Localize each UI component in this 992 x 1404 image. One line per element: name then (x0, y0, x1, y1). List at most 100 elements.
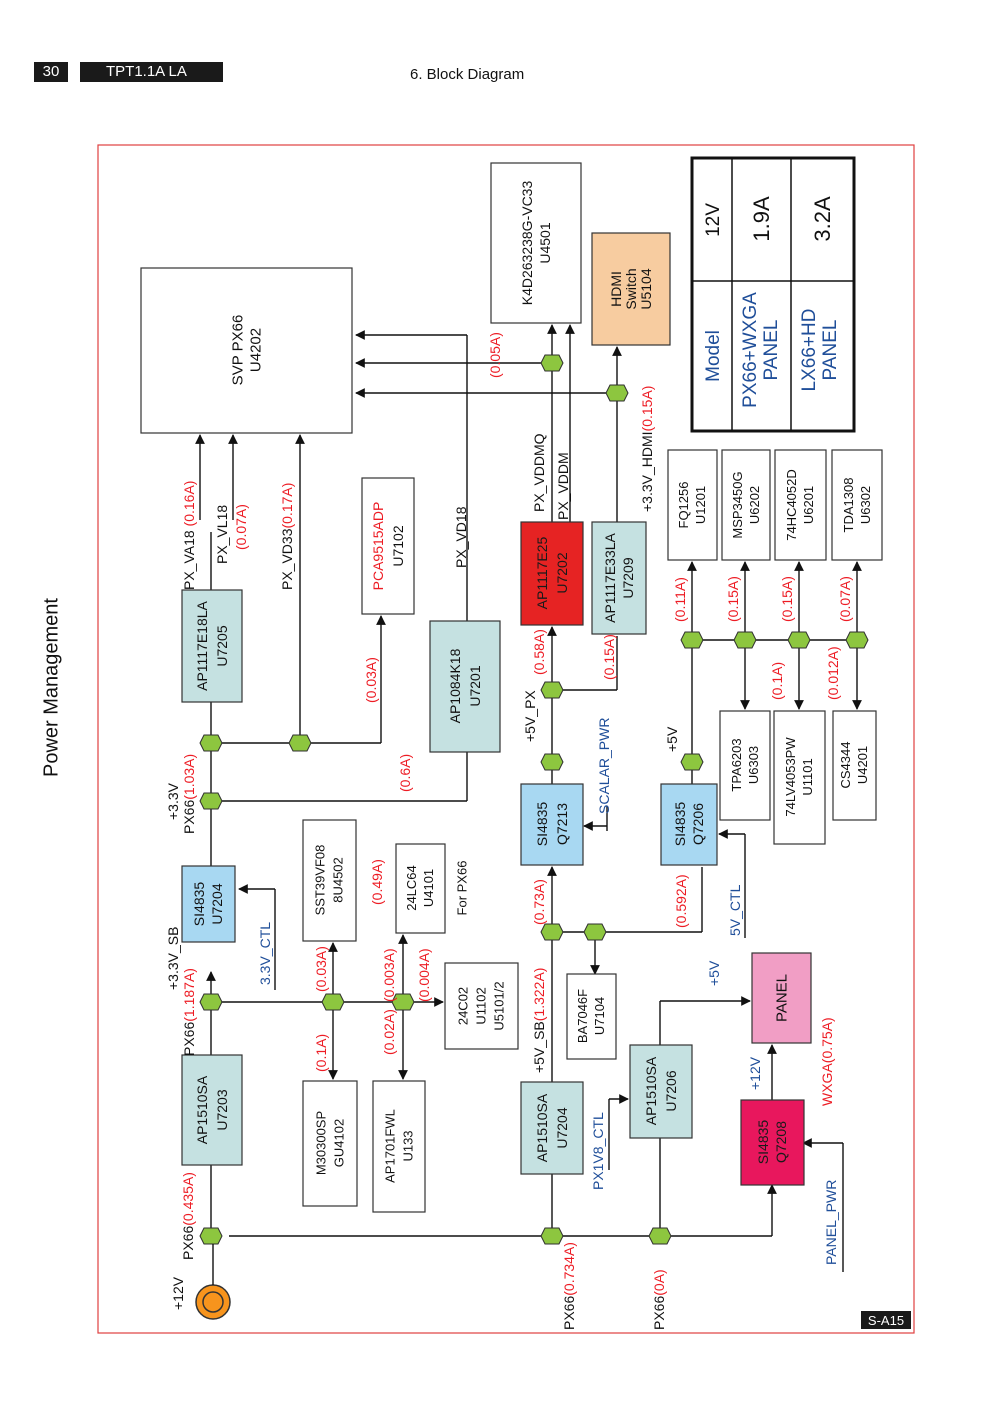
cur_015c-label: (0.15A) (779, 576, 795, 622)
c02-label: U1102 (474, 987, 489, 1024)
panel-block (751, 952, 812, 1044)
u7204b-block (520, 1081, 584, 1175)
table-cell: Model (703, 330, 724, 382)
lv4053-label: 74LV4053PW (783, 737, 798, 817)
u7205-label: AP1117E18LA (194, 600, 210, 690)
px66_0734-label: PX66(0.734A) (561, 1242, 577, 1330)
tpa-label: TPA6203 (729, 738, 744, 791)
node (787, 631, 811, 649)
u7201-block (429, 620, 501, 753)
cur_003-label: (0.03A) (363, 657, 379, 703)
cur_003b-label: (0.03A) (313, 946, 329, 992)
node (540, 354, 564, 372)
k4d-block (490, 162, 582, 324)
cs4344-label: CS4344 (838, 742, 853, 789)
ap1701-label: AP1701FWL (383, 1109, 398, 1183)
q7213-label: SI4835 (534, 802, 550, 847)
table-cell: 1.9A (749, 196, 774, 242)
hc4052-label: 74HC4052D (784, 469, 799, 541)
q7208-label: Q7208 (773, 1121, 789, 1163)
k4d-label: K4D263238G-VC33 (519, 181, 535, 306)
tda-label: U6302 (858, 486, 873, 524)
table-cell: 3.2A (810, 196, 835, 242)
tda-block (831, 449, 883, 561)
node (199, 993, 223, 1011)
fq1256-label: FQ1256 (676, 482, 691, 529)
msp-label: MSP3450G (730, 471, 745, 538)
cur_0012-label: (0.012A) (825, 646, 841, 700)
u7206-label: U7206 (663, 1070, 679, 1111)
px_vddm-label: PX_VDDM (555, 452, 571, 520)
u7202-block (520, 521, 584, 626)
for_px66-label: For PX66 (455, 861, 470, 916)
table-cell: PANEL (761, 320, 782, 381)
u7204a-block (181, 865, 236, 943)
u7201-label: AP1084K18 (447, 648, 463, 723)
msp-block (721, 449, 771, 561)
px66_0435-label: PX66(0.435A) (180, 1172, 196, 1260)
blocks (140, 162, 883, 1213)
u7209-label: U7209 (620, 557, 636, 598)
u7205-label: U7205 (214, 625, 230, 666)
lc64-label: U4101 (421, 869, 436, 907)
u7205-block (181, 589, 243, 703)
px_vddmq-label: PX_VDDMQ (531, 433, 547, 512)
u7209-block (591, 521, 647, 635)
hdmi-label: Switch (623, 268, 639, 309)
node (321, 993, 345, 1011)
q7213-block (520, 783, 584, 866)
ap1701-label: U133 (401, 1130, 416, 1161)
k4d-label: U4501 (537, 222, 553, 263)
cur_0004-label: (0.004A) (416, 948, 432, 1002)
scalar-label: SCALAR_PWR (596, 718, 612, 814)
table-cell: PANEL (820, 320, 841, 381)
v12-label: +12V (170, 1276, 186, 1310)
q7206-label: SI4835 (672, 802, 688, 847)
cur_007b-label: (0.07A) (837, 576, 853, 622)
u7204b-label: U7204 (554, 1107, 570, 1148)
tda-label: TDA1308 (841, 478, 856, 533)
tpa-block (719, 710, 771, 821)
sst-label: 8U4502 (331, 857, 346, 903)
px1v8-label: PX1V8_CTL (590, 1112, 606, 1190)
pca-label: PCA9515ADP (370, 502, 386, 591)
u7203-block (181, 1054, 243, 1166)
current-table (690, 156, 856, 433)
v33sb-label: +3.3V_SB (165, 927, 181, 990)
px_vd18-label: PX_VD18 (453, 506, 469, 568)
table-cell: PX66+WXGA (740, 292, 761, 408)
panel-label: PANEL (773, 974, 790, 1022)
cur_049-label: (0.49A) (369, 859, 385, 905)
cur_0592-label: (0.592A) (673, 874, 689, 928)
ctl5-label: 5V_CTL (727, 884, 743, 936)
px66_0-label: PX66(0A) (651, 1269, 667, 1330)
px_vd33-label: PX_VD33(0.17A) (279, 483, 295, 590)
lv4053-block (773, 710, 826, 845)
node (680, 631, 704, 649)
frame (97, 144, 915, 1334)
px_va18-label: PX_VA18 (0.16A) (181, 481, 197, 590)
sst-label: SST39VF08 (313, 845, 328, 916)
hc4052-label: U6201 (801, 486, 816, 524)
q7206-label: Q7206 (690, 803, 706, 845)
node (648, 1227, 672, 1245)
v5px-label: +5V_PX (522, 690, 538, 742)
panel_pwr-label: PANEL_PWR (823, 1180, 839, 1265)
svp-label: SVP PX66 (229, 315, 246, 386)
hdmi_rail-label: +3.3V_HDMI(0.15A) (639, 386, 655, 512)
q7213-label: Q7213 (554, 803, 570, 845)
cs4344-label: U4201 (855, 746, 870, 784)
ba-label: BA7046F (575, 989, 590, 1043)
m303-label: GU4102 (332, 1119, 347, 1167)
u7201-label: U7201 (467, 665, 483, 706)
node (540, 681, 564, 699)
u7204a-label: SI4835 (191, 882, 207, 927)
cur_015b-label: (0.15A) (725, 576, 741, 622)
node (540, 923, 564, 941)
hdmi-label: U5104 (638, 268, 654, 309)
q7208-block (740, 1099, 805, 1186)
cur_002-label: (0.02A) (381, 1009, 397, 1055)
svp-block (140, 267, 353, 434)
